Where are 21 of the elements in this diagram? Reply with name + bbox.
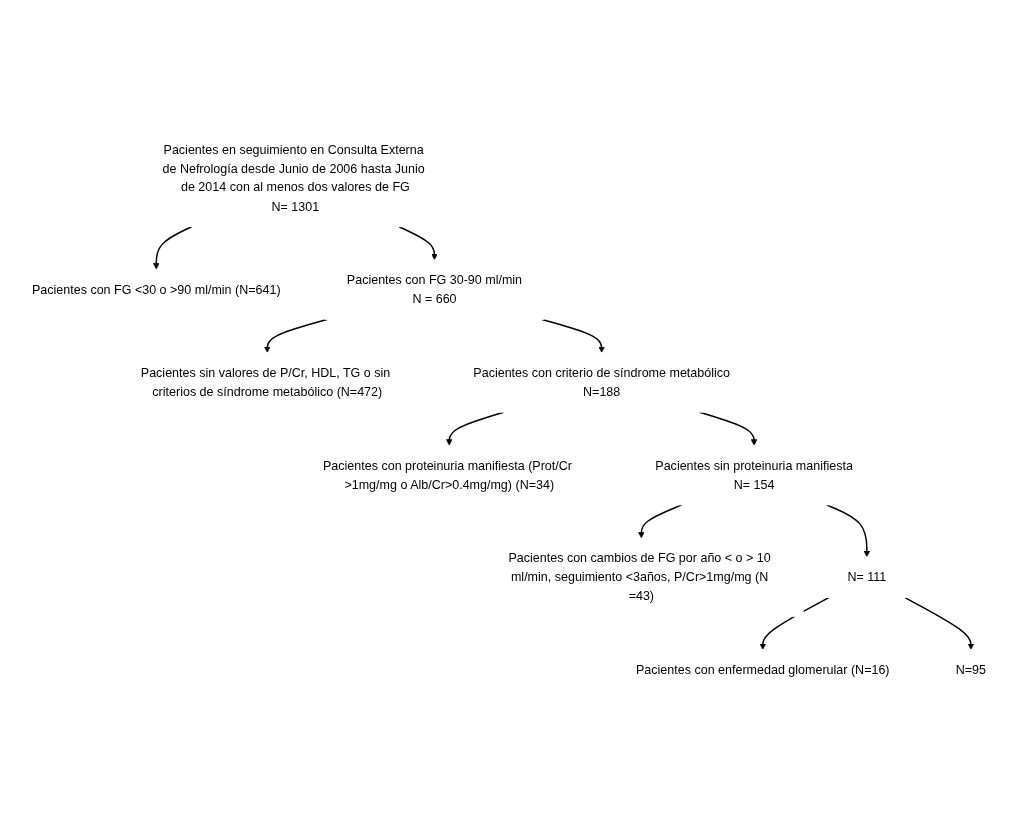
node-text: Pacientes con proteinuria manifiesta (Prot/Cr >1mg/mg o Alb/Cr>0.4mg/mg) (N=34) <box>323 458 572 491</box>
node-text: Pacientes sin proteinuria manifiesta N= 154 <box>655 458 853 491</box>
node-text: Pacientes con cambios de FG por año < o > 10 ml/min, seguimiento <3años, P/Cr>1mg/mg (N =43) <box>508 550 771 603</box>
node-text: Pacientes con FG 30-90 ml/min N = 660 <box>346 272 523 306</box>
arrow <box>264 318 328 353</box>
arrow <box>904 596 975 650</box>
arrow <box>398 225 438 260</box>
node-text: Pacientes sin valores de P/Cr, HDL, TG o sin criterios de síndrome metabólico (N=472) <box>140 365 391 399</box>
node-text: Pacientes con enfermedad glomerular (N=16) <box>636 662 890 677</box>
node-text: Pacientes con FG <30 o >90 ml/min (N=641) <box>31 281 281 296</box>
node-text: N= 111 <box>847 569 887 584</box>
arrow <box>825 503 871 557</box>
arrow <box>541 318 605 353</box>
arrow <box>153 225 193 270</box>
arrow <box>638 503 683 538</box>
arrow <box>698 410 758 446</box>
arrow <box>759 596 830 650</box>
node-text: Pacientes con criterio de síndrome metabólico N=188 <box>473 365 730 399</box>
arrow <box>446 410 505 446</box>
node-text: Pacientes en seguimiento en Consulta Externa de Nefrología desde Junio de 2006 hasta Junio de 2014 con al menos dos valores de FG N= 1301 <box>162 142 425 213</box>
node-text: N=95 <box>955 662 987 677</box>
